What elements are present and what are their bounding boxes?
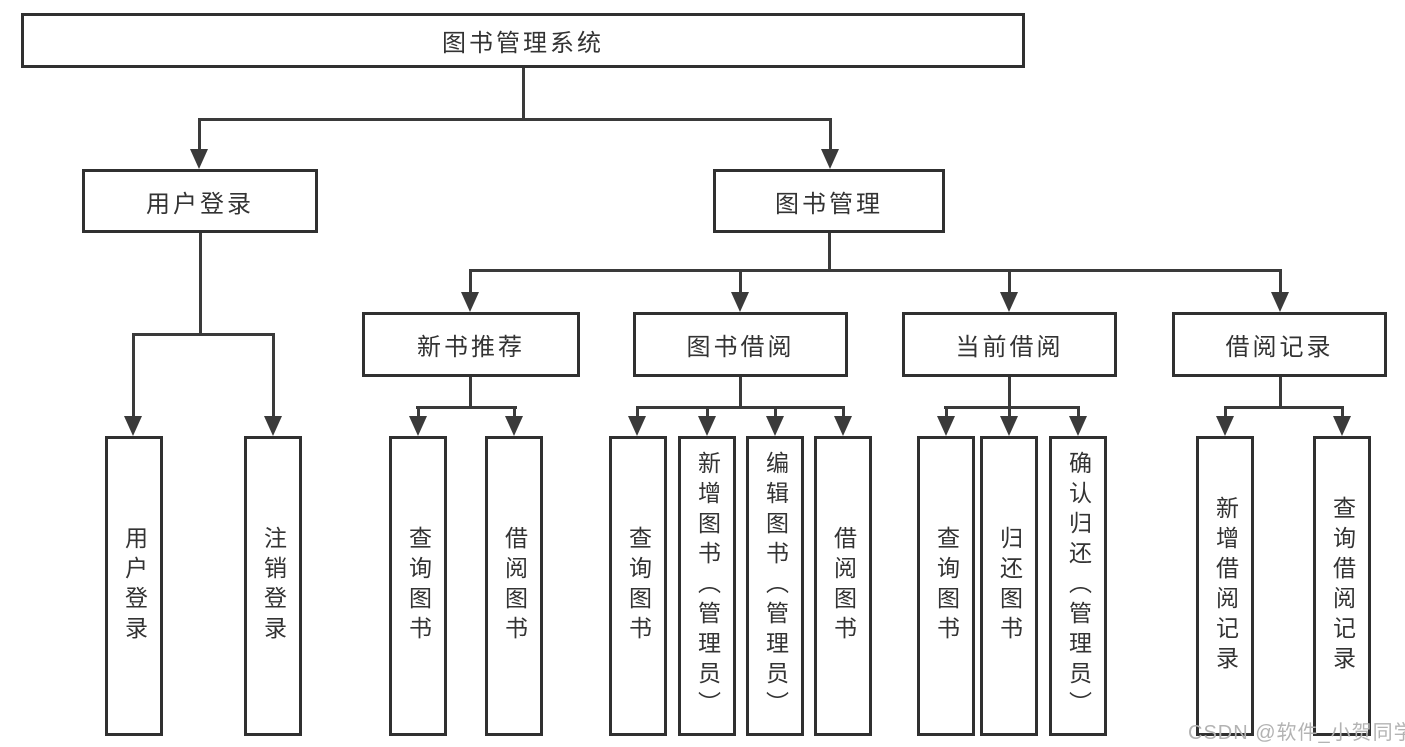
- node-leaf-query-books-a: 查询图书: [389, 436, 447, 736]
- connector-line: [738, 377, 742, 409]
- node-leaf-add-borrow-record: 新增借阅记录: [1196, 436, 1254, 736]
- arrow-down-icon: [505, 416, 523, 436]
- arrow-down-icon: [1216, 416, 1234, 436]
- arrow-down-icon: [1069, 416, 1087, 436]
- arrow-down-icon: [264, 416, 282, 436]
- node-book-borrow: 图书借阅: [633, 312, 848, 377]
- connector-line: [521, 68, 525, 121]
- arrow-down-icon: [1000, 416, 1018, 436]
- arrow-down-icon: [834, 416, 852, 436]
- node-leaf-confirm-return-admin: 确认归还（管理员）: [1049, 436, 1107, 736]
- arrow-down-icon: [698, 416, 716, 436]
- connector-line: [705, 407, 709, 419]
- connector-line: [512, 407, 516, 419]
- node-label: 图书管理系统: [442, 30, 604, 57]
- connector-line: [468, 270, 472, 295]
- node-label: 借阅记录: [1225, 334, 1334, 361]
- arrow-down-icon: [1000, 292, 1018, 312]
- connector-line: [773, 407, 777, 419]
- node-label: 查询借阅记录: [1329, 496, 1356, 676]
- node-label: 新书推荐: [417, 334, 525, 361]
- node-borrow-records: 借阅记录: [1172, 312, 1387, 377]
- connector-line: [1340, 407, 1344, 419]
- node-label: 图书借阅: [686, 334, 795, 361]
- node-leaf-return-book: 归还图书: [980, 436, 1038, 736]
- connector-line: [1278, 270, 1282, 295]
- node-leaf-query-books-c: 查询图书: [917, 436, 975, 736]
- connector-line: [198, 233, 202, 336]
- arrow-down-icon: [937, 416, 955, 436]
- arrow-down-icon: [1333, 416, 1351, 436]
- node-leaf-query-books-b: 查询图书: [609, 436, 667, 736]
- connector-line: [635, 405, 845, 409]
- connector-line: [468, 268, 1282, 272]
- connector-line: [1223, 405, 1344, 409]
- node-leaf-borrow-books-a: 借阅图书: [485, 436, 543, 736]
- node-leaf-edit-book-admin: 编辑图书（管理员）: [746, 436, 804, 736]
- arrow-down-icon: [821, 149, 839, 169]
- connector-line: [841, 407, 845, 419]
- connector-line: [416, 407, 420, 419]
- node-leaf-add-book-admin: 新增图书（管理员）: [678, 436, 736, 736]
- node-leaf-borrow-books-b: 借阅图书: [814, 436, 872, 736]
- node-label: 新增借阅记录: [1212, 496, 1239, 676]
- connector-line: [828, 119, 832, 152]
- connector-line: [1223, 407, 1227, 419]
- node-label: 借阅图书: [830, 526, 857, 646]
- node-label: 查询图书: [625, 526, 652, 646]
- node-label: 注销登录: [260, 526, 287, 646]
- watermark: CSDN @软件_小贺同学: [1188, 722, 1405, 744]
- node-label: 当前借阅: [955, 334, 1064, 361]
- arrow-down-icon: [1271, 292, 1289, 312]
- arrow-down-icon: [731, 292, 749, 312]
- node-leaf-query-borrow-record: 查询借阅记录: [1313, 436, 1371, 736]
- connector-line: [197, 119, 201, 152]
- node-label: 借阅图书: [501, 526, 528, 646]
- arrow-down-icon: [190, 149, 208, 169]
- node-label: 编辑图书（管理员）: [762, 451, 789, 721]
- arrow-down-icon: [461, 292, 479, 312]
- node-new-book-recommend: 新书推荐: [362, 312, 580, 377]
- connector-line: [827, 233, 831, 272]
- connector-line: [1007, 407, 1011, 419]
- node-current-borrow: 当前借阅: [902, 312, 1117, 377]
- node-leaf-user-login: 用户登录: [105, 436, 163, 736]
- connector-line: [1278, 377, 1282, 409]
- connector-line: [1007, 270, 1011, 295]
- arrow-down-icon: [766, 416, 784, 436]
- arrow-down-icon: [124, 416, 142, 436]
- connector-line: [738, 270, 742, 295]
- connector-line: [1076, 407, 1080, 419]
- connector-line: [197, 117, 832, 121]
- arrow-down-icon: [628, 416, 646, 436]
- connector-line: [271, 334, 275, 419]
- connector-line: [131, 332, 275, 336]
- node-book-management: 图书管理: [713, 169, 945, 233]
- connector-line: [1007, 377, 1011, 409]
- arrow-down-icon: [409, 416, 427, 436]
- connector-line: [415, 405, 517, 409]
- node-label: 图书管理: [775, 190, 883, 218]
- connector-line: [131, 334, 135, 419]
- connector-line: [943, 405, 1080, 409]
- node-user-login: 用户登录: [82, 169, 318, 233]
- connector-line: [635, 407, 639, 419]
- node-label: 归还图书: [996, 526, 1023, 646]
- connector-line: [468, 377, 472, 409]
- node-label: 用户登录: [146, 190, 254, 218]
- node-root: 图书管理系统: [21, 13, 1025, 68]
- node-label: 查询图书: [933, 526, 960, 646]
- node-leaf-logout: 注销登录: [244, 436, 302, 736]
- node-label: 查询图书: [405, 526, 432, 646]
- node-label: 新增图书（管理员）: [694, 451, 721, 721]
- node-label: 确认归还（管理员）: [1065, 451, 1092, 721]
- node-label: 用户登录: [121, 526, 148, 646]
- connector-line: [944, 407, 948, 419]
